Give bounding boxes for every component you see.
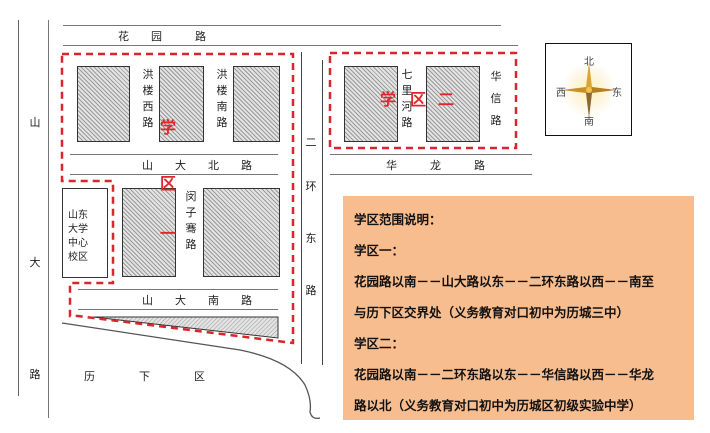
erhuan-east-road-left	[301, 52, 302, 364]
shanda-road-label-1: 山	[29, 116, 41, 129]
huaxin-road-label-2: 信	[490, 92, 502, 105]
zone2-label-char-3: 二	[438, 90, 455, 109]
zone2-label-char-2: 区	[410, 90, 427, 109]
zone1-title: 学区一：	[354, 243, 405, 258]
compass-south-label: 南	[584, 117, 594, 128]
hualong-road-label: 华 龙 路	[386, 159, 485, 172]
huaxin-road-label-3: 路	[490, 114, 502, 127]
honglou-south-road-label-1: 洪	[216, 68, 228, 81]
huayuan-road-top	[63, 25, 501, 26]
campus-label-3: 中心	[68, 238, 88, 249]
shanda-north-road-label: 山 大 北 路	[142, 159, 252, 172]
minziqian-road-label-2: 子	[185, 206, 197, 219]
qilihe-road-label-4: 路	[401, 116, 413, 129]
compass-star-icon	[561, 62, 617, 118]
honglou-south-road-label-2: 楼	[216, 84, 228, 97]
block-2b	[426, 66, 480, 142]
hualong-road-bottom	[330, 174, 532, 175]
margin-marker-line	[18, 20, 19, 220]
qilihe-road-label-1: 七	[401, 68, 413, 81]
qilihe-road-label-3: 河	[401, 100, 413, 113]
shanda-north-road-top	[70, 154, 278, 155]
honglou-west-road-label-2: 楼	[142, 84, 154, 97]
block-1b	[159, 66, 204, 142]
shanda-south-road-bottom	[78, 309, 278, 310]
erhuan-east-road-label-1: 二	[305, 136, 317, 149]
honglou-south-road-label-3: 南	[216, 100, 228, 113]
compass-west-label: 西	[556, 88, 566, 99]
compass-north-label: 北	[584, 57, 594, 68]
huaxin-road-label-1: 华	[490, 70, 502, 83]
honglou-west-road-label-1: 洪	[142, 68, 154, 81]
huayuan-road-label: 花 园 路	[118, 30, 206, 43]
minziqian-road-label-3: 骞	[185, 222, 197, 235]
zone1-description-line2: 与历下区交界处（义务教育对口初中为历城三中）	[354, 305, 630, 320]
campus-label-1: 山东	[68, 210, 88, 221]
zone2-description-line2: 路以北（义务教育对口初中为历城区初级实验中学）	[354, 398, 642, 413]
margin-marker-line-bottom	[18, 220, 19, 396]
block-1d	[122, 188, 176, 277]
zone2-description-line1: 花园路以南－－二环东路以东－－华信路以西－－华龙	[354, 367, 655, 382]
block-2a	[344, 66, 398, 142]
shanda-road-label-2: 大	[29, 256, 41, 269]
zone2-title: 学区二：	[354, 336, 405, 351]
block-1c	[233, 66, 280, 142]
lixia-district-label: 历 下 区	[84, 370, 205, 383]
compass-east-label: 东	[612, 88, 622, 99]
block-1a	[77, 66, 130, 142]
qilihe-road-label-2: 里	[401, 84, 413, 97]
shanda-south-road-top	[78, 289, 278, 290]
campus-label-4: 校区	[68, 252, 88, 263]
minziqian-road-label-4: 路	[185, 238, 197, 251]
huayuan-road-bottom	[63, 45, 518, 46]
shanda-road-line	[48, 20, 49, 418]
erhuan-east-road-label-3: 东	[305, 232, 317, 245]
shandong-university-campus: 山东 大学 中心 校区	[62, 188, 108, 278]
district-description-box: 学区范围说明： 学区一： 花园路以南－－山大路以东－－二环东路以西－－南至 与历…	[343, 196, 694, 420]
zone2-label-char-1: 学	[380, 90, 397, 109]
honglou-south-road-label-4: 路	[216, 116, 228, 129]
zone1-label-char-2: 区	[160, 174, 177, 193]
block-1e	[203, 188, 280, 277]
campus-label-2: 大学	[68, 224, 88, 235]
honglou-west-road-label-3: 西	[142, 100, 154, 113]
erhuan-east-road-label-2: 环	[305, 180, 317, 193]
erhuan-east-road-label-4: 路	[305, 284, 317, 297]
shanda-road-label-3: 路	[29, 368, 41, 381]
zone1-description-line1: 花园路以南－－山大路以东－－二环东路以西－－南至	[354, 274, 655, 289]
erhuan-east-road-right	[322, 60, 323, 365]
shanda-south-road-label: 山 大 南 路	[142, 294, 252, 307]
info-title: 学区范围说明：	[354, 212, 442, 227]
zone1-label-char-3: 一	[160, 224, 177, 243]
honglou-west-road-label-4: 路	[142, 116, 154, 129]
shanda-north-road-bottom	[70, 174, 278, 175]
hualong-road-top	[330, 154, 532, 155]
zone1-label-char-1: 学	[160, 118, 177, 137]
minziqian-road-label-1: 闵	[185, 190, 197, 203]
compass-rose: 北 西 东 南	[545, 43, 632, 136]
